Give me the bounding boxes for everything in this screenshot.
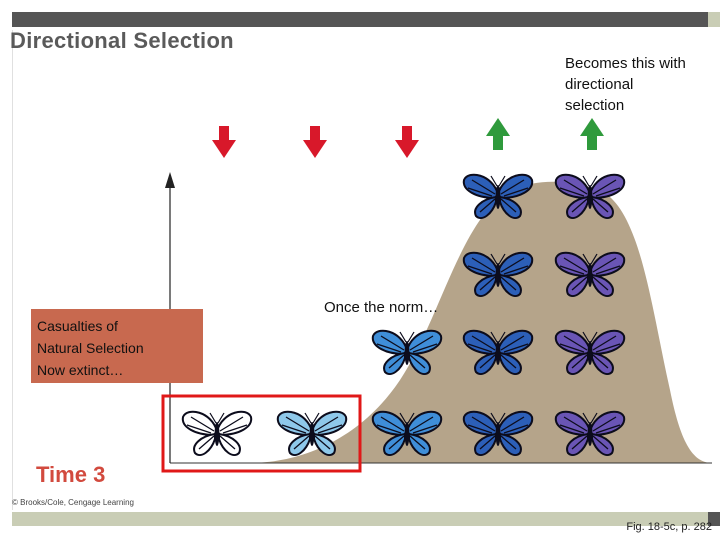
- casualties-line: Now extinct…: [37, 362, 124, 378]
- time-label: Time 3: [36, 462, 106, 487]
- becomes-line: selection: [565, 97, 625, 114]
- becomes-line: Becomes this with: [565, 55, 686, 72]
- slide-title: Directional Selection: [10, 28, 234, 53]
- becomes-line: directional: [565, 76, 634, 93]
- light-blue-butterfly-icon: [276, 410, 348, 457]
- casualties-callout: Casualties of Natural Selection Now exti…: [31, 309, 203, 383]
- up-arrow-icon: [580, 118, 604, 150]
- once-norm-annotation: Once the norm…: [324, 299, 439, 316]
- down-arrow-icon: [395, 126, 419, 158]
- up-arrow-icon: [486, 118, 510, 150]
- top-decor-bar: [12, 12, 708, 27]
- white-butterfly-icon: [181, 410, 253, 457]
- bottom-decor-bar: [12, 512, 708, 526]
- y-axis-arrowhead: [165, 172, 175, 188]
- figure-reference: Fig. 18-5c, p. 282: [626, 521, 712, 533]
- down-arrow-icon: [212, 126, 236, 158]
- casualties-line: Natural Selection: [37, 340, 144, 356]
- distribution-curve: [170, 181, 712, 463]
- casualties-line: Casualties of: [37, 318, 118, 334]
- copyright-text: © Brooks/Cole, Cengage Learning: [12, 498, 134, 507]
- becomes-annotation: Becomes this with directional selection: [565, 53, 715, 116]
- extinct-highlight-box: [161, 394, 362, 473]
- down-arrow-icon: [303, 126, 327, 158]
- bottom-decor-bar-end: [708, 512, 720, 526]
- top-decor-bar-end: [708, 12, 720, 27]
- left-rule: [12, 30, 13, 510]
